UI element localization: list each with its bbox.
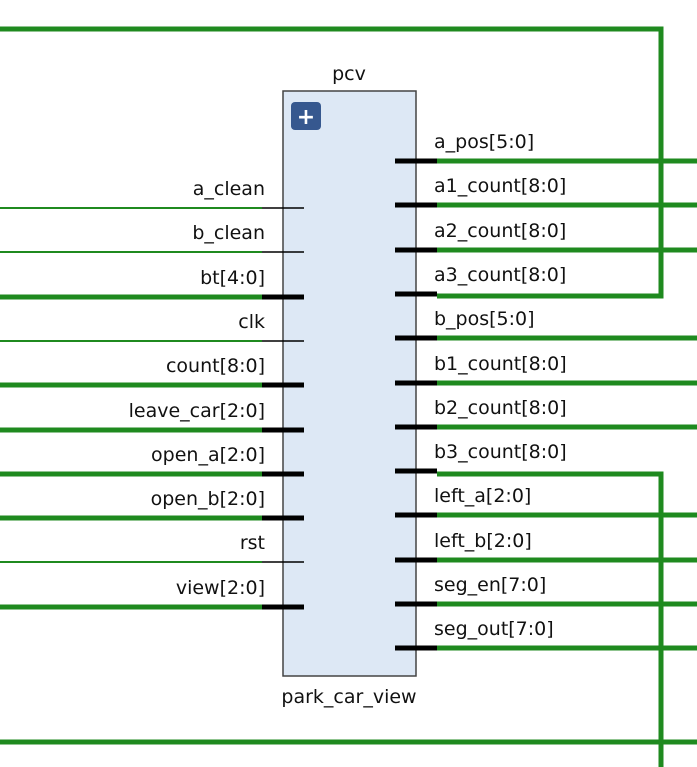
plus-icon[interactable]: + [291, 102, 321, 130]
output-port-label: a1_count[8:0] [434, 175, 566, 197]
b3-count-net[interactable] [437, 471, 664, 767]
output-port-label: seg_en[7:0] [434, 574, 546, 596]
output-port-label: a_pos[5:0] [434, 131, 534, 153]
output-labels: a_pos[5:0] a1_count[8:0] a2_count[8:0] a3_c… [434, 131, 567, 640]
input-port-label: open_a[2:0] [151, 444, 265, 466]
output-port-label: a2_count[8:0] [434, 220, 566, 242]
svg-text:+: + [297, 105, 315, 130]
input-stubs [262, 207, 304, 610]
output-port-label: b1_count[8:0] [434, 353, 567, 375]
block-body[interactable] [282, 90, 417, 677]
input-labels: a_clean b_clean bt[4:0] clk count[8:0] leave_… [129, 178, 265, 599]
output-port-label: b_pos[5:0] [434, 308, 535, 330]
output-port-label: b2_count[8:0] [434, 397, 567, 419]
input-port-label: rst [240, 532, 265, 554]
module-name: park_car_view [281, 686, 416, 708]
output-port-label: seg_out[7:0] [434, 618, 554, 640]
output-port-label: left_a[2:0] [434, 485, 531, 507]
input-port-label: bt[4:0] [200, 267, 265, 289]
instance-name: pcv [332, 63, 366, 85]
input-port-label: a_clean [193, 178, 265, 200]
output-wires [437, 158, 697, 651]
input-port-label: view[2:0] [176, 577, 265, 599]
output-port-label: a3_count[8:0] [434, 264, 566, 286]
input-port-label: leave_car[2:0] [129, 400, 265, 422]
output-port-label: b3_count[8:0] [434, 441, 567, 463]
input-port-label: count[8:0] [166, 355, 265, 377]
output-port-label: left_b[2:0] [434, 530, 532, 552]
input-port-label: open_b[2:0] [151, 488, 265, 510]
input-port-label: clk [238, 311, 265, 333]
output-stubs [395, 158, 437, 651]
input-wires [0, 207, 262, 610]
input-port-label: b_clean [192, 222, 265, 244]
